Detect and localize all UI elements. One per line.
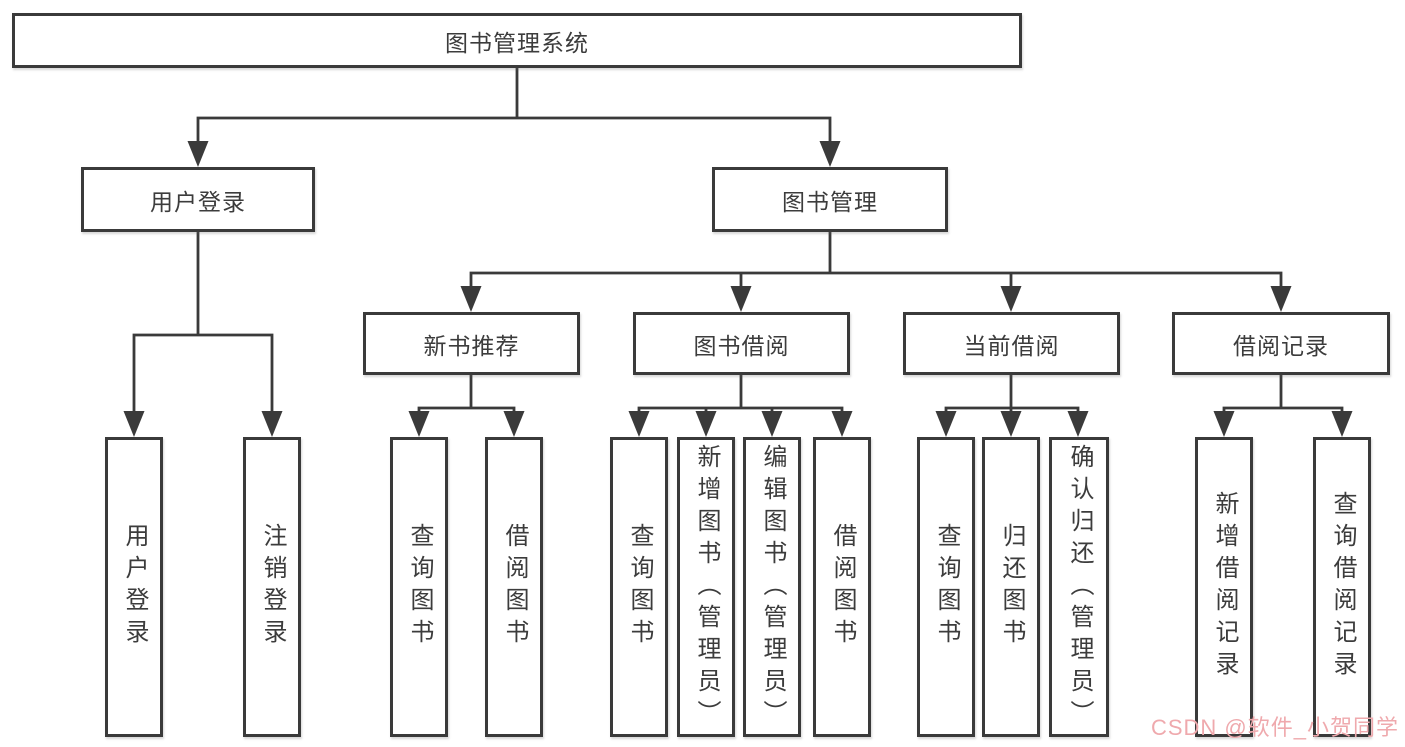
leaf-query-books: 查询图书 — [390, 437, 448, 737]
node-current-borrowing: 当前借阅 — [903, 312, 1120, 375]
leaf-borrow-books: 借阅图书 — [485, 437, 543, 737]
leaf-add-books-admin: 新增图书（管理员） — [677, 437, 735, 737]
leaf-logout: 注销登录 — [243, 437, 301, 737]
node-new-book-recommendation: 新书推荐 — [363, 312, 580, 375]
leaf-query-books: 查询图书 — [610, 437, 668, 737]
leaf-borrow-books: 借阅图书 — [813, 437, 871, 737]
arrowheads — [123, 141, 1353, 437]
leaf-user-login: 用户登录 — [105, 437, 163, 737]
leaf-edit-books-admin: 编辑图书（管理员） — [743, 437, 801, 737]
node-borrowing-records: 借阅记录 — [1172, 312, 1390, 375]
leaf-confirm-return-admin: 确认归还（管理员） — [1049, 437, 1109, 737]
csdn-watermark: CSDN @软件_小贺同学 — [1150, 715, 1399, 740]
leaf-add-borrow-record: 新增借阅记录 — [1195, 437, 1253, 737]
leaf-return-books: 归还图书 — [982, 437, 1040, 737]
node-library-management-system: 图书管理系统 — [12, 13, 1022, 68]
node-user-login: 用户登录 — [81, 167, 315, 232]
node-book-management: 图书管理 — [712, 167, 948, 232]
node-book-borrowing: 图书借阅 — [633, 312, 850, 375]
connector-strokes — [132, 66, 1344, 413]
leaf-query-borrow-record: 查询借阅记录 — [1313, 437, 1371, 737]
leaf-query-books: 查询图书 — [917, 437, 975, 737]
